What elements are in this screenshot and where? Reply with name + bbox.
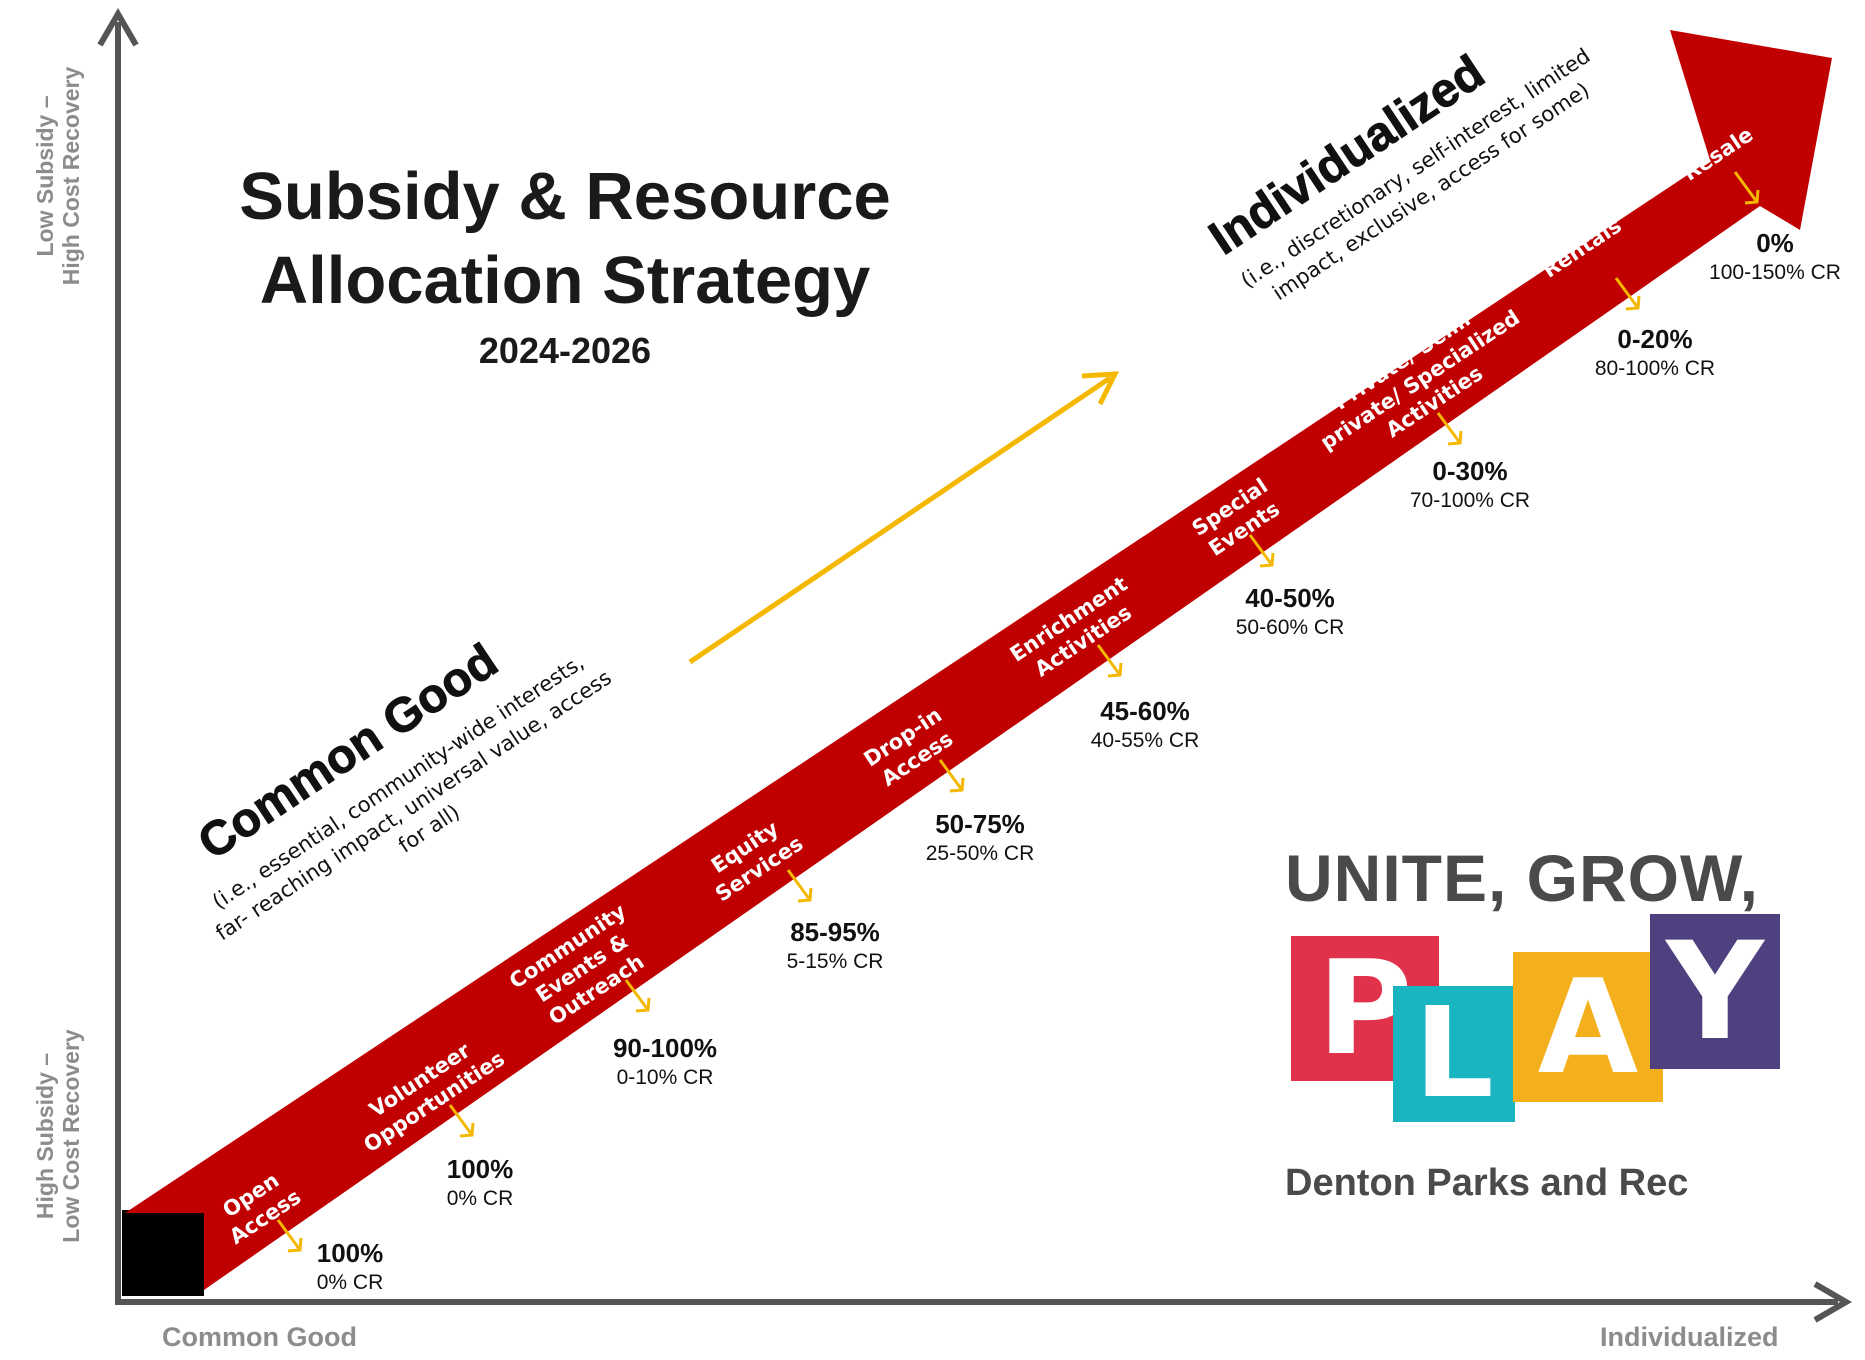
logo-line-1: UNITE, GROW, <box>1285 841 1759 915</box>
tier-stat-resale: 0% 100-150% CR <box>1690 227 1860 287</box>
logo-tile-l: L <box>1393 986 1515 1122</box>
pointer-line-drop-in-access <box>938 759 964 791</box>
pointer-line-enrichment-activities <box>1096 644 1122 676</box>
title-line-2: Allocation Strategy <box>259 243 871 318</box>
logo-letter: Y <box>1666 913 1764 1070</box>
tier-stat-equity: 85-95% 5-15% CR <box>765 916 905 976</box>
pointer-head-open-access <box>287 1237 303 1253</box>
logo-tile-a: A <box>1513 952 1663 1102</box>
x-axis-arrowhead <box>1813 1281 1852 1323</box>
logo-tagline: Denton Parks and Rec <box>1285 1162 1689 1204</box>
cost-recovery-value: 70-100% CR <box>1409 489 1531 512</box>
pointer-head-drop-in-access <box>949 777 965 793</box>
y-axis-top-line1: Low Subsidy – <box>32 95 58 257</box>
tier-pointers <box>276 171 1760 1253</box>
logo-letter: L <box>1414 981 1494 1126</box>
pointer-line-community-events-outreach <box>624 979 650 1011</box>
subsidy-value: 40-50% <box>1245 583 1335 613</box>
diagram-title: Subsidy & Resource Allocation Strategy 2… <box>150 155 980 375</box>
pointer-head-volunteer-opportunities <box>459 1122 475 1138</box>
cost-recovery-value: 80-100% CR <box>1594 357 1716 380</box>
cost-recovery-value: 25-50% CR <box>925 842 1035 865</box>
pointer-line-private-specialized-activities <box>1436 412 1462 444</box>
subsidy-value: 0-20% <box>1617 324 1693 354</box>
tier-stat-community-events: 90-100% 0-10% CR <box>590 1032 740 1092</box>
y-axis-top-line2: High Cost Recovery <box>58 66 84 286</box>
y-axis-bottom-line2: Low Cost Recovery <box>58 1029 84 1243</box>
cost-recovery-value: 50-60% CR <box>1235 616 1345 639</box>
pointer-head-special-events <box>1259 552 1275 568</box>
subsidy-value: 0% <box>1756 228 1794 258</box>
pointer-head-enrichment-activities <box>1107 662 1123 678</box>
y-axis-bottom-label: High Subsidy – Low Cost Recovery <box>32 1016 84 1256</box>
pointer-head-resale <box>1744 189 1760 205</box>
subsidy-value: 0-30% <box>1432 456 1508 486</box>
subsidy-value: 100% <box>316 1238 384 1268</box>
tier-stat-open-access: 100% 0% CR <box>290 1237 410 1297</box>
pointer-line-rentals <box>1614 277 1640 309</box>
common-good-group: Common Good (i.e., essential, community-… <box>189 634 616 946</box>
tier-stat-enrichment: 45-60% 40-55% CR <box>1070 695 1220 755</box>
title-line-1: Subsidy & Resource <box>239 159 891 234</box>
cost-recovery-value: 5-15% CR <box>786 950 884 973</box>
title-years: 2024-2026 <box>478 330 652 371</box>
x-axis-right-label: Individualized <box>1600 1322 1779 1352</box>
pointer-head-private-specialized-activities <box>1447 430 1463 446</box>
pointer-head-rentals <box>1625 295 1641 311</box>
y-axis-bottom-line1: High Subsidy – <box>32 1052 58 1220</box>
denton-parks-logo: UNITE, GROW, P L A Y Denton Parks and Re… <box>1285 840 1790 1210</box>
direction-arrow <box>688 371 1120 665</box>
subsidy-value: 100% <box>446 1154 514 1184</box>
pointer-line-volunteer-opportunities <box>448 1104 474 1136</box>
subsidy-value: 50-75% <box>935 809 1025 839</box>
tier-stat-private: 0-30% 70-100% CR <box>1390 455 1550 515</box>
tier-stat-special-events: 40-50% 50-60% CR <box>1210 582 1370 642</box>
cost-recovery-value: 0% CR <box>316 1271 384 1294</box>
x-axis-left-label: Common Good <box>162 1322 357 1352</box>
pointer-line-open-access <box>276 1219 302 1251</box>
pointer-line-special-events <box>1248 534 1274 566</box>
subsidy-value: 45-60% <box>1100 696 1190 726</box>
pointer-head-community-events-outreach <box>635 997 651 1013</box>
tier-stat-drop-in: 50-75% 25-50% CR <box>905 808 1055 868</box>
cost-recovery-value: 0% CR <box>446 1187 514 1210</box>
subsidy-value: 85-95% <box>790 917 880 947</box>
cost-recovery-value: 0-10% CR <box>616 1066 714 1089</box>
pointer-line-equity-services <box>786 869 812 901</box>
subsidy-value: 90-100% <box>612 1033 718 1063</box>
pointer-line-resale <box>1733 171 1759 203</box>
allocation-band <box>125 30 1832 1290</box>
y-axis-arrowhead <box>97 8 139 47</box>
cost-recovery-value: 40-55% CR <box>1090 729 1200 752</box>
origin-square <box>122 1210 204 1296</box>
logo-letter: A <box>1537 951 1639 1103</box>
y-axis-top-label: Low Subsidy – High Cost Recovery <box>32 56 84 296</box>
logo-tile-y: Y <box>1650 914 1780 1069</box>
cost-recovery-value: 100-150% CR <box>1709 261 1841 284</box>
pointer-head-equity-services <box>797 887 813 903</box>
tier-stat-volunteer: 100% 0% CR <box>420 1153 540 1213</box>
tier-stat-rentals: 0-20% 80-100% CR <box>1575 323 1735 383</box>
axes <box>97 8 1852 1323</box>
